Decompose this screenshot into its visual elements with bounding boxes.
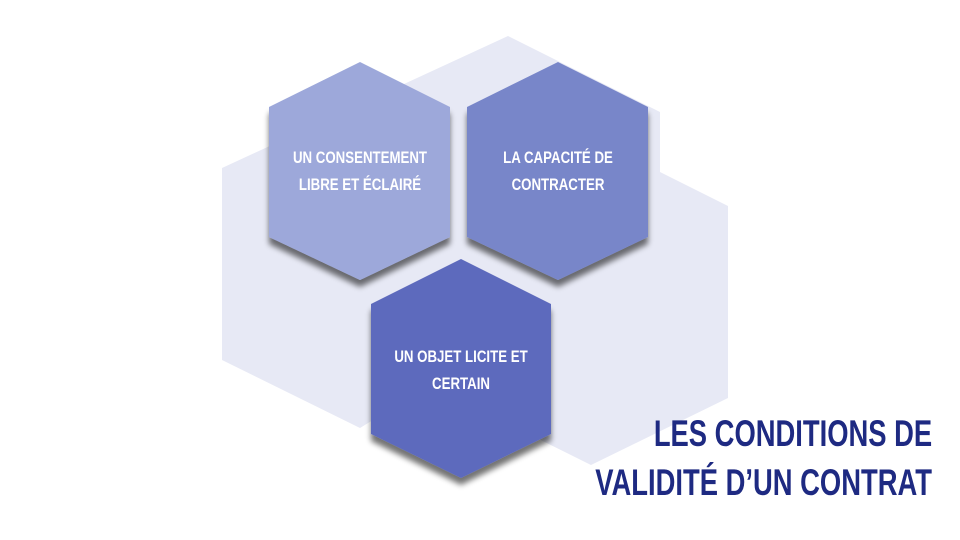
slide-title-line-2: VALIDITÉ D’UN CONTRAT [595,462,932,503]
label-line: UN CONSENTEMENT [292,148,428,167]
hexagon-objet [371,259,551,478]
hexagon-capacite-label: LA CAPACITÉ DE CONTRACTER [480,144,636,198]
hexagon-objet-label: UN OBJET LICITE ET CERTAIN [367,343,554,397]
label-line: UN OBJET LICITE ET [394,347,528,366]
hexagon-consentement-label: UN CONSENTEMENT LIBRE ET ÉCLAIRÉ [282,144,438,198]
hexagon-consentement [269,62,450,280]
label-line: CONTRACTER [511,175,605,194]
slide-title-line-1: LES CONDITIONS DE [653,413,932,454]
label-line: LA CAPACITÉ DE [503,148,613,167]
hexagon-capacite [467,62,648,280]
label-line: LIBRE ET ÉCLAIRÉ [298,175,422,194]
label-line: CERTAIN [432,374,490,393]
